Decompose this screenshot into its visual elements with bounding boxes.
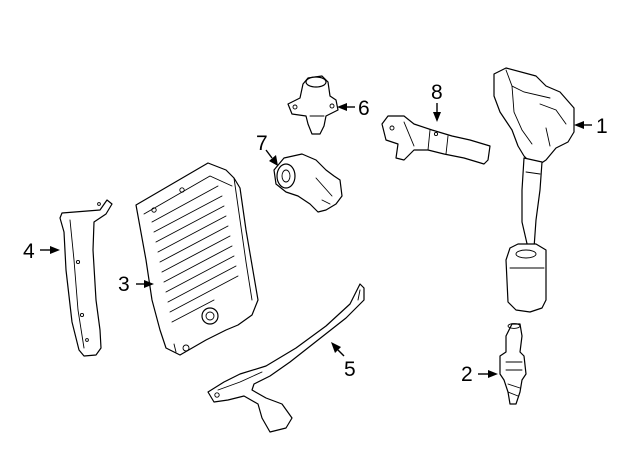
- leader-7: [265, 149, 278, 166]
- leader-3: [136, 280, 154, 288]
- callout-7: 7: [256, 132, 268, 155]
- leader-1: [574, 121, 592, 129]
- part-6-sensor: [287, 75, 339, 135]
- callout-8: 8: [431, 81, 443, 104]
- callout-1: 1: [596, 115, 608, 138]
- leader-5: [331, 342, 345, 357]
- part-2-spark-plug: [499, 323, 527, 405]
- leader-8: [433, 103, 441, 122]
- leader-4: [40, 246, 60, 254]
- callout-3: 3: [118, 273, 130, 296]
- part-5-bracket: [207, 283, 365, 433]
- part-7-knock-sensor: [273, 153, 343, 213]
- part-1-ignition-coil: [493, 67, 575, 313]
- leader-6: [337, 103, 355, 111]
- part-8-sensor: [381, 115, 491, 165]
- callout-4: 4: [23, 240, 35, 263]
- callout-6: 6: [358, 97, 370, 120]
- callout-5: 5: [344, 358, 356, 381]
- callout-2: 2: [461, 363, 473, 386]
- leader-2: [478, 370, 498, 378]
- part-4-bracket: [59, 199, 113, 357]
- part-3-ecu: [135, 162, 259, 356]
